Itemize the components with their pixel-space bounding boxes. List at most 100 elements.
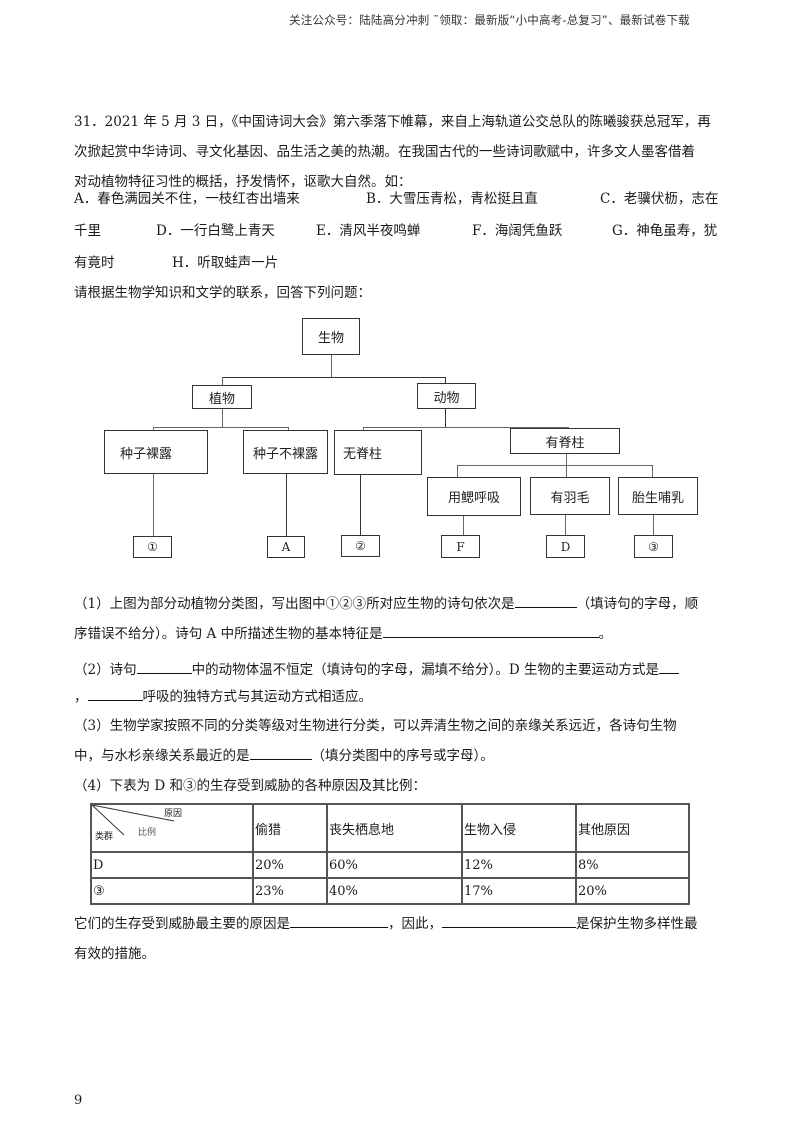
leaf-2: ② (341, 535, 380, 557)
question-intro-line-3: 对动植物特征习性的概括，抒发情怀，讴歌大自然。如： (74, 174, 412, 190)
node-invertebrate: 无脊柱 (334, 430, 422, 475)
connector (288, 427, 289, 431)
table-cell: 23% (252, 877, 328, 905)
corner-label-reason: 原因 (164, 809, 183, 819)
row-label: ③ (90, 877, 254, 905)
connector (463, 516, 464, 536)
leaf-f: F (441, 535, 480, 558)
q1-answer-blank-1[interactable] (514, 593, 577, 608)
table-cell: 20% (252, 851, 328, 879)
q3-line-1: （3）生物学家按照不同的分类等级对生物进行分类，可以弄清生物之间的亲缘关系远近，… (74, 718, 677, 734)
table-cell: 20% (575, 877, 690, 905)
q2-line-1: （2）诗句 中的动物体温不恒定（填诗句的字母，漏填不给分）。D 生物的主要运动方式… (74, 659, 679, 681)
node-organism: 生物 (302, 318, 360, 355)
q3-text-a: 中，与水杉亲缘关系最近的是 (74, 748, 250, 764)
table-header: 偷猎 (252, 803, 328, 853)
connector (222, 409, 223, 427)
option-a: A．春色满园关不住，一枝红杏出墙来 (74, 191, 300, 207)
q4-text-a: 它们的生存受到威胁最主要的原因是 (74, 916, 290, 932)
q1-text-b: （填诗句的字母，顺 (576, 596, 699, 612)
table-header: 丧失栖息地 (326, 803, 463, 853)
connector (445, 377, 446, 383)
connector (153, 427, 154, 431)
option-g-part2: 有竟时 (74, 255, 115, 271)
table-header: 其他原因 (575, 803, 690, 853)
corner-label-ratio: 比例 (138, 828, 157, 838)
q4-text-c: 是保护生物多样性最 (576, 916, 698, 932)
connector (286, 474, 287, 536)
connector (445, 409, 446, 427)
q2-text-d: 呼吸的独特方式与其运动方式相适应。 (142, 689, 373, 705)
q1-answer-blank-2[interactable] (382, 623, 599, 638)
leaf-a: A (267, 536, 305, 558)
connector (153, 427, 289, 428)
table-cell: 12% (461, 851, 577, 879)
q2-line-2: ，呼吸的独特方式与其运动方式相适应。 (74, 686, 372, 708)
table-cell: 8% (575, 851, 690, 879)
q1-line-1: （1）上图为部分动植物分类图，写出图中①②③所对应生物的诗句依次是 （填诗句的字母… (74, 593, 698, 615)
instruction: 请根据生物学知识和文学的联系，回答下列问题： (74, 285, 371, 301)
q1-text-d: 。 (598, 626, 613, 642)
option-d: D．一行白鹭上青天 (156, 223, 275, 239)
leaf-3: ③ (634, 535, 673, 558)
q3-line-2: 中，与水杉亲缘关系最近的是 （填分类图中的序号或字母）。 (74, 745, 494, 767)
leaf-d: D (546, 535, 585, 558)
connector (360, 475, 361, 536)
node-mammal: 胎生哺乳 (618, 477, 698, 515)
q4-after-line-2: 有效的措施。 (74, 946, 155, 962)
q2-text-a: （2）诗句 (74, 662, 137, 678)
option-f: F．海阔凭鱼跃 (472, 223, 563, 239)
connector (222, 377, 223, 385)
leaf-1: ① (133, 536, 172, 558)
connector (222, 377, 446, 378)
connector (153, 474, 154, 536)
table-row: ③ 23% 40% 17% 20% (90, 877, 690, 905)
option-c-part1: C．老骥伏枥，志在 (600, 191, 719, 207)
connector (653, 515, 654, 536)
connector (363, 427, 364, 431)
corner-label-group: 类群 (95, 832, 114, 842)
q4-answer-blank-2[interactable] (442, 913, 576, 928)
table-cell: 17% (461, 877, 577, 905)
row-label: D (90, 851, 254, 879)
connector (457, 465, 653, 466)
q4-after-line-1: 它们的生存受到威胁最主要的原因是 ，因此， 是保护生物多样性最 (74, 913, 698, 935)
table-row: D 20% 60% 12% 8% (90, 851, 690, 879)
q2-answer-blank-2[interactable] (658, 659, 679, 674)
node-vertebrate: 有脊柱 (510, 428, 620, 454)
node-animal: 动物 (417, 383, 476, 409)
header-note: 关注公众号：陆陆高分冲刺 ˜领取：最新版“小中高考-总复习”、最新试卷下载 (289, 13, 690, 27)
q4-line-1: （4）下表为 D 和③的生存受到威胁的各种原因及其比例： (74, 778, 426, 794)
question-intro-line-1: 31．2021 年 5 月 3 日，《中国诗词大会》第六季落下帷幕，来自上海轨道… (74, 114, 711, 130)
connector (565, 515, 566, 536)
table-cell: 60% (326, 851, 463, 879)
connector (457, 465, 458, 477)
connector (652, 465, 653, 477)
node-plant: 植物 (192, 385, 252, 409)
q3-answer-blank[interactable] (249, 745, 312, 760)
option-e: E．清风半夜鸣蝉 (316, 223, 421, 239)
connector (331, 355, 332, 377)
q1-text-c: 序错误不给分）。诗句 A 中所描述生物的基本特征是 (74, 626, 383, 642)
table-corner-cell: 原因 比例 类群 (90, 803, 254, 853)
node-gill-breathing: 用鳃呼吸 (427, 477, 521, 516)
q2-answer-blank-1[interactable] (136, 659, 192, 674)
node-seed-naked: 种子裸露 (104, 430, 208, 474)
option-h: H．听取蛙声一片 (172, 255, 279, 271)
option-b: B．大雪压青松，青松挺且直 (366, 191, 538, 207)
q1-text-a: （1）上图为部分动植物分类图，写出图中①②③所对应生物的诗句依次是 (74, 596, 515, 612)
q4-answer-blank-1[interactable] (290, 913, 388, 928)
page-number: 9 (74, 1093, 83, 1108)
node-feathered: 有羽毛 (530, 477, 610, 515)
table-header-row: 原因 比例 类群 偷猎 丧失栖息地 生物入侵 其他原因 (90, 803, 690, 853)
q3-text-b: （填分类图中的序号或字母）。 (311, 748, 494, 764)
question-intro-line-2: 次掀起赏中华诗词、寻文化基因、品生活之美的热潮。在我国古代的一些诗词歌赋中，许多… (74, 144, 695, 160)
connector (363, 427, 569, 428)
node-seed-covered: 种子不裸露 (243, 430, 328, 474)
q2-answer-blank-3[interactable] (87, 686, 143, 701)
q1-line-2: 序错误不给分）。诗句 A 中所描述生物的基本特征是 。 (74, 623, 612, 645)
q4-text-b: ，因此， (388, 916, 442, 932)
option-g-part1: G．神龟虽寿，犹 (612, 223, 718, 239)
table-cell: 40% (326, 877, 463, 905)
q2-text-b: 中的动物体温不恒定（填诗句的字母，漏填不给分）。D 生物的主要运动方式是 (191, 662, 659, 678)
